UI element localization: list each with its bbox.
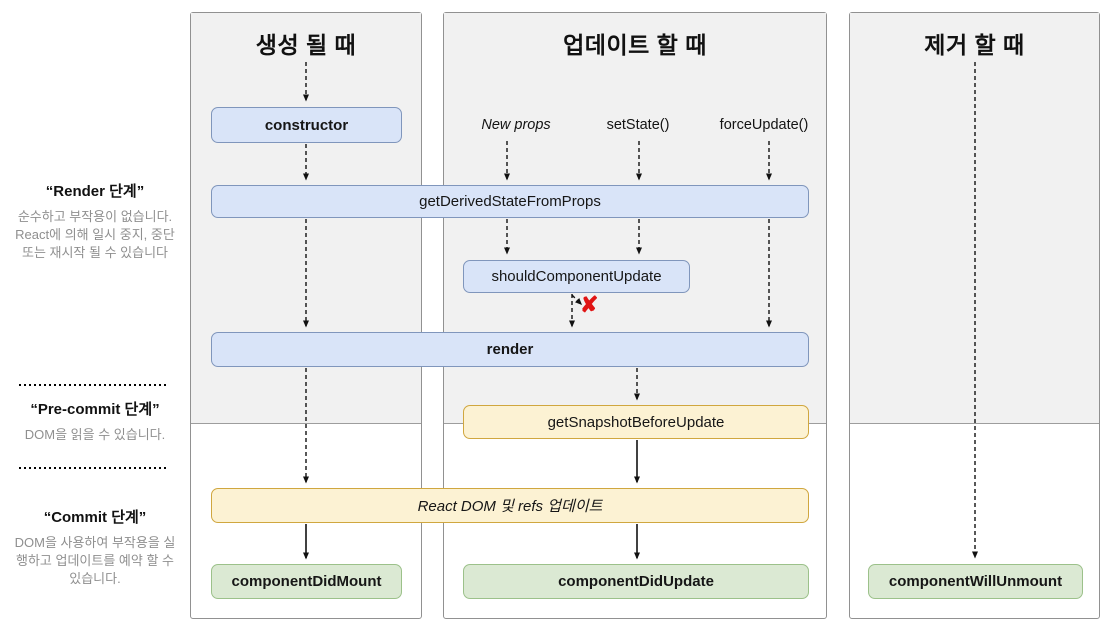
phase-render-title: “Render 단계” bbox=[45, 183, 145, 200]
phase-precommit-title: “Pre-commit 단계” bbox=[30, 401, 160, 418]
phase-commit: “Commit 단계” DOM을 사용하여 부작용을 실행하고 업데이트를 예약… bbox=[13, 506, 177, 588]
phase-commit-title: “Commit 단계” bbox=[43, 509, 147, 526]
phase-render: “Render 단계” 순수하고 부작용이 없습니다. React에 의해 일시… bbox=[13, 180, 177, 262]
node-get-snapshot-before-update: getSnapshotBeforeUpdate bbox=[463, 405, 809, 439]
node-get-derived-state-from-props: getDerivedStateFromProps bbox=[211, 185, 809, 218]
node-constructor: constructor bbox=[211, 107, 402, 143]
trigger-new-props: New props bbox=[481, 117, 551, 133]
column-unmounting-render-phase-bg bbox=[850, 13, 1099, 424]
trigger-set-state: setState() bbox=[606, 117, 670, 133]
column-mounting: 생성 될 때 bbox=[190, 12, 422, 619]
node-component-did-update: componentDidUpdate bbox=[463, 564, 809, 599]
phase-commit-description: DOM을 사용하여 부작용을 실행하고 업데이트를 예약 할 수 있습니다. bbox=[14, 535, 176, 586]
phase-precommit-description: DOM을 읽을 수 있습니다. bbox=[24, 427, 166, 442]
phase-divider-bottom bbox=[19, 467, 169, 469]
node-render: render bbox=[211, 332, 809, 367]
column-updating: 업데이트 할 때 bbox=[443, 12, 827, 619]
phase-divider-top bbox=[19, 384, 169, 386]
node-should-component-update: shouldComponentUpdate bbox=[463, 260, 690, 293]
column-updating-title: 업데이트 할 때 bbox=[563, 32, 707, 58]
phase-render-description: 순수하고 부작용이 없습니다. React에 의해 일시 중지, 중단 또는 재… bbox=[15, 209, 175, 260]
phase-precommit: “Pre-commit 단계” DOM을 읽을 수 있습니다. bbox=[13, 398, 177, 444]
node-component-will-unmount: componentWillUnmount bbox=[868, 564, 1083, 599]
node-react-dom-refs-update: React DOM 및 refs 업데이트 bbox=[211, 488, 809, 523]
column-mounting-title: 생성 될 때 bbox=[255, 32, 357, 58]
node-component-did-mount: componentDidMount bbox=[211, 564, 402, 599]
blocked-x-icon: ✘ bbox=[580, 292, 599, 317]
column-unmounting-title: 제거 할 때 bbox=[924, 32, 1025, 58]
trigger-force-update: forceUpdate() bbox=[719, 117, 809, 133]
column-unmounting: 제거 할 때 bbox=[849, 12, 1100, 619]
